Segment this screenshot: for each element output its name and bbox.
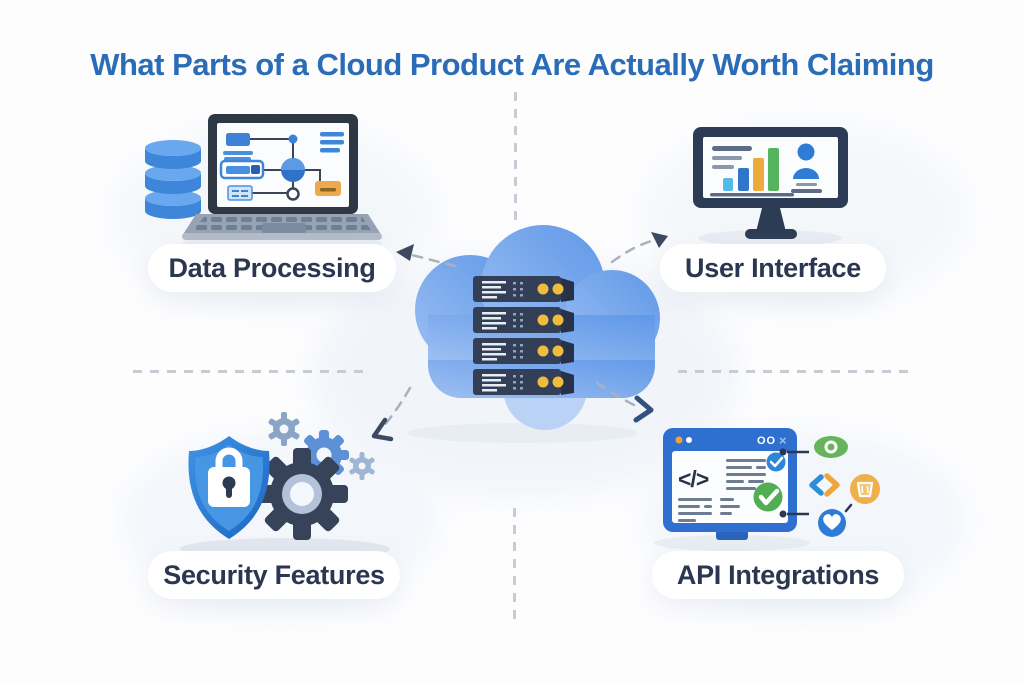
server-rack-icon — [473, 276, 574, 395]
api-illustration: OO × </> — [654, 428, 880, 551]
label-text: Data Processing — [168, 252, 376, 283]
bar-chart-icon — [710, 146, 794, 197]
divider-vertical-bottom — [513, 508, 516, 620]
window-controls-text: OO — [757, 435, 776, 447]
database-icon — [145, 140, 201, 219]
user-interface-illustration — [693, 127, 848, 246]
security-illustration — [180, 412, 390, 560]
divider-vertical-top — [514, 92, 517, 222]
flowchart-icon — [219, 132, 344, 201]
server-unit — [473, 276, 574, 302]
laptop-icon — [182, 114, 382, 240]
label-api-integrations: API Integrations — [652, 551, 904, 599]
divider-horizontal-right — [678, 370, 912, 373]
server-unit — [473, 338, 574, 364]
code-icon: </> — [678, 466, 709, 492]
close-icon: × — [779, 433, 787, 448]
eye-badge-icon — [814, 436, 848, 458]
data-processing-illustration — [145, 114, 382, 250]
label-data-processing: Data Processing — [148, 244, 396, 292]
label-text: API Integrations — [676, 559, 880, 590]
label-text: User Interface — [685, 252, 861, 283]
label-security-features: Security Features — [148, 551, 400, 599]
gear-icon — [256, 412, 375, 540]
code-window-icon: OO × </> — [663, 428, 809, 540]
user-avatar-icon — [791, 143, 822, 193]
heart-badge-icon — [818, 503, 853, 537]
server-unit — [473, 307, 574, 333]
page-title: What Parts of a Cloud Product Are Actual… — [90, 47, 934, 82]
label-text: Security Features — [163, 559, 385, 590]
divider-horizontal-left — [133, 370, 366, 373]
server-unit — [473, 369, 574, 395]
label-user-interface: User Interface — [660, 244, 886, 292]
cloud-server-illustration — [408, 225, 660, 443]
angle-brackets-icon — [809, 473, 840, 497]
shield-lock-icon — [188, 436, 270, 539]
basket-badge-icon — [850, 474, 880, 504]
